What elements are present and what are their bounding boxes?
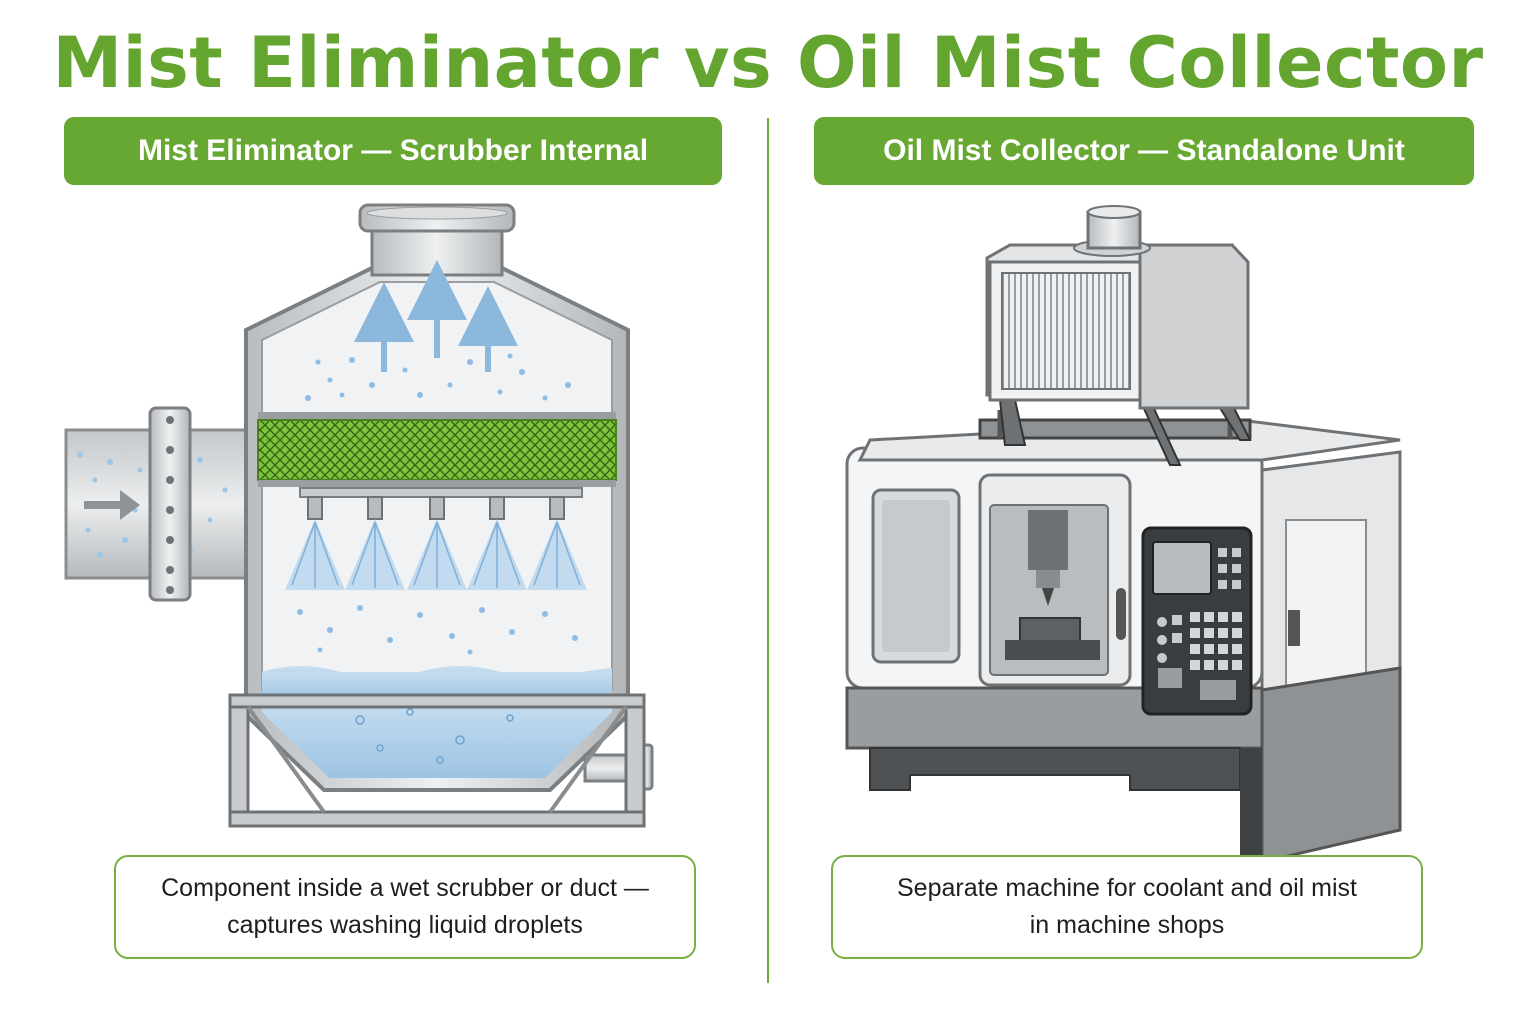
page-title: Mist Eliminator vs Oil Mist Collector	[52, 22, 1484, 104]
right-panel-header: Oil Mist Collector — Standalone Unit	[814, 117, 1474, 185]
cnc-machine-with-collector-icon	[845, 205, 1402, 864]
panel-divider	[767, 118, 769, 983]
left-caption-line-1: Component inside a wet scrubber or duct …	[161, 874, 649, 902]
left-panel-header: Mist Eliminator — Scrubber Internal	[64, 117, 722, 185]
right-caption-line-1: Separate machine for coolant and oil mis…	[897, 874, 1357, 902]
left-caption-line-2: captures washing liquid droplets	[227, 911, 583, 939]
left-caption: Component inside a wet scrubber or duct …	[114, 855, 696, 959]
right-caption: Separate machine for coolant and oil mis…	[831, 855, 1423, 959]
right-caption-line-2: in machine shops	[1029, 911, 1225, 939]
wet-scrubber-vessel-icon	[64, 203, 654, 828]
